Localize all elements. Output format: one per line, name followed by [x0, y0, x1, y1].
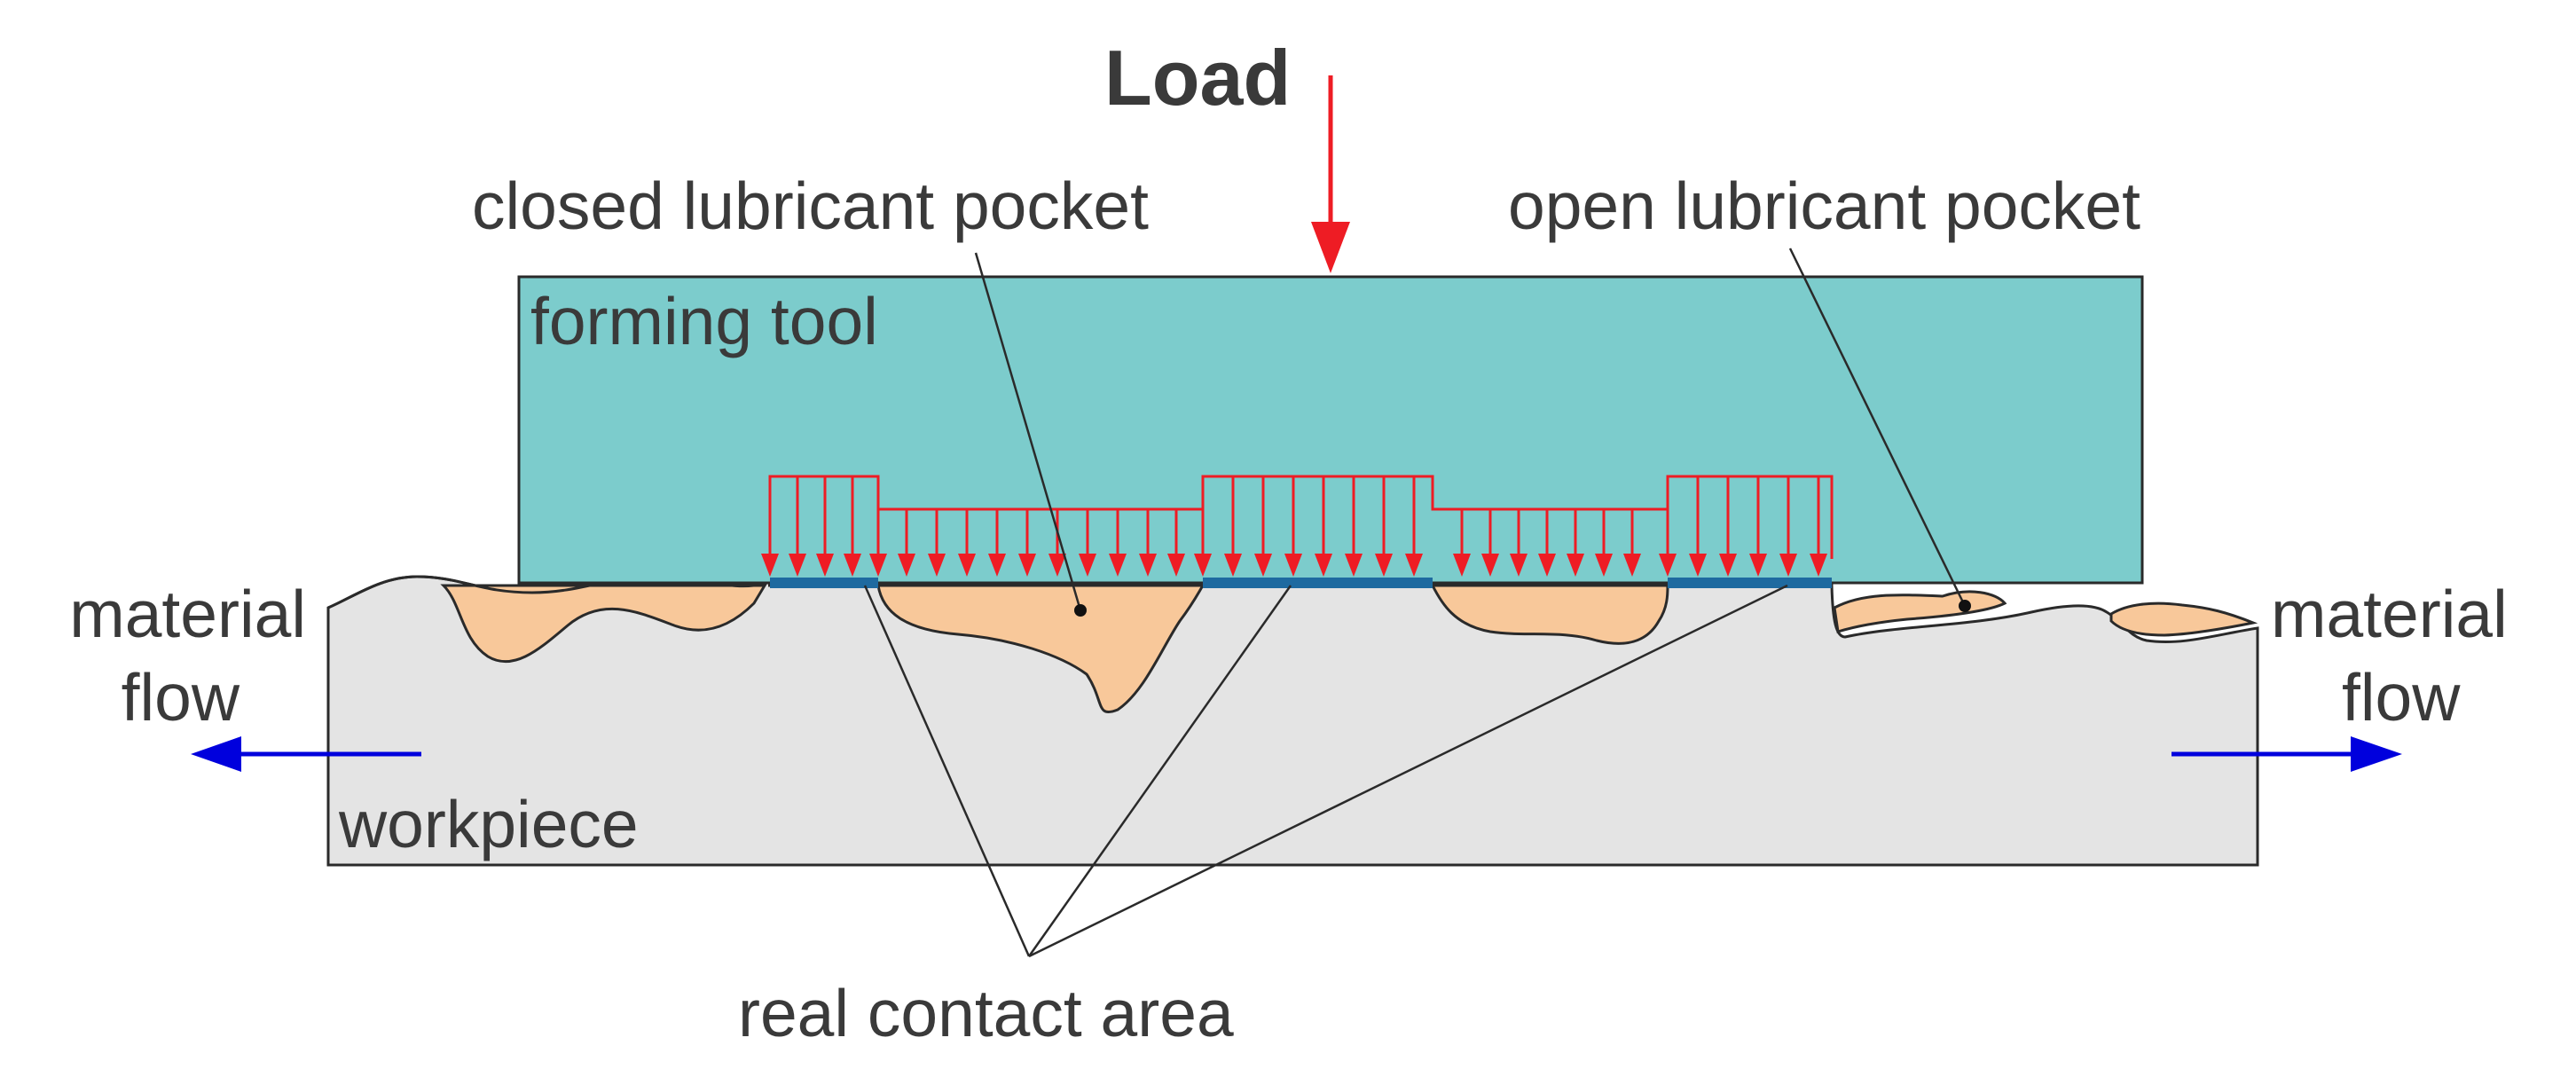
material-flow-left-arrow [191, 736, 421, 772]
pressure-arrow-head [1315, 554, 1332, 577]
pressure-arrow-head [1719, 554, 1737, 577]
material-flow-left-label-line1: material [69, 577, 306, 651]
forming-tool-label: forming tool [530, 284, 878, 358]
load-label: Load [1104, 34, 1291, 122]
open-pocket-label: open lubricant pocket [1508, 169, 2140, 243]
pressure-arrow-head [1689, 554, 1707, 577]
open-pocket-marker [1959, 600, 1971, 612]
workpiece-label: workpiece [338, 787, 639, 861]
contact-strip [1668, 578, 1832, 588]
pressure-arrow-head [1109, 554, 1127, 577]
contact-strip [1203, 578, 1433, 588]
pressure-arrow-head [1567, 554, 1584, 577]
closed-pocket-label: closed lubricant pocket [472, 169, 1149, 243]
material-flow-left-label-line2: flow [122, 660, 240, 735]
pressure-arrow-head [1749, 554, 1767, 577]
load-arrow [1311, 75, 1350, 273]
pressure-arrow-head [1224, 554, 1242, 577]
pressure-arrow-head [1595, 554, 1613, 577]
pressure-arrow-head [1254, 554, 1272, 577]
pressure-arrow-head [1405, 554, 1423, 577]
pressure-arrow-head [816, 554, 834, 577]
closed-pocket-marker [1074, 604, 1087, 617]
pressure-arrow-head [988, 554, 1006, 577]
lubricant-left [440, 584, 767, 664]
lubricant-closed [876, 584, 1206, 714]
leader-lines [863, 248, 1967, 958]
pressure-arrow-head [844, 554, 861, 577]
pressure-arrow-head [1659, 554, 1677, 577]
material-flow-right-arrow [2172, 736, 2402, 772]
pressure-arrow-head [1623, 554, 1641, 577]
lubricant-middle [1430, 584, 1669, 645]
pressure-arrow-head [1284, 554, 1302, 577]
pressure-arrow-head [1345, 554, 1363, 577]
pressure-arrow-head [869, 554, 887, 577]
pressure-arrow-head [1510, 554, 1528, 577]
pressure-arrow-head [1453, 554, 1471, 577]
pressure-arrow-head [1810, 554, 1827, 577]
pressure-arrow-head [1048, 554, 1066, 577]
contact-strip [770, 578, 878, 588]
pressure-arrow-head [958, 554, 976, 577]
pressure-arrow-head [1079, 554, 1096, 577]
pressure-arrow-head [898, 554, 915, 577]
pressure-outline [768, 475, 1834, 559]
pressure-arrow-head [1481, 554, 1499, 577]
pressure-arrow-head [761, 554, 779, 577]
real-contact-area-label: real contact area [738, 976, 1234, 1050]
pressure-arrow-head [1375, 554, 1393, 577]
lubricant-right [2109, 601, 2258, 637]
pressure-arrow-head [1194, 554, 1212, 577]
pressure-arrow-head [1167, 554, 1185, 577]
pressure-arrow-head [1139, 554, 1157, 577]
pressure-arrow-head [789, 554, 806, 577]
pressure-arrow-head [928, 554, 946, 577]
pressure-arrow-head [1779, 554, 1797, 577]
pressure-arrow-head [1018, 554, 1036, 577]
pressure-arrow-head [1538, 554, 1556, 577]
material-flow-right-label-line2: flow [2342, 660, 2461, 735]
material-flow-right-label-line1: material [2271, 577, 2508, 651]
forming-tool [517, 275, 2144, 585]
